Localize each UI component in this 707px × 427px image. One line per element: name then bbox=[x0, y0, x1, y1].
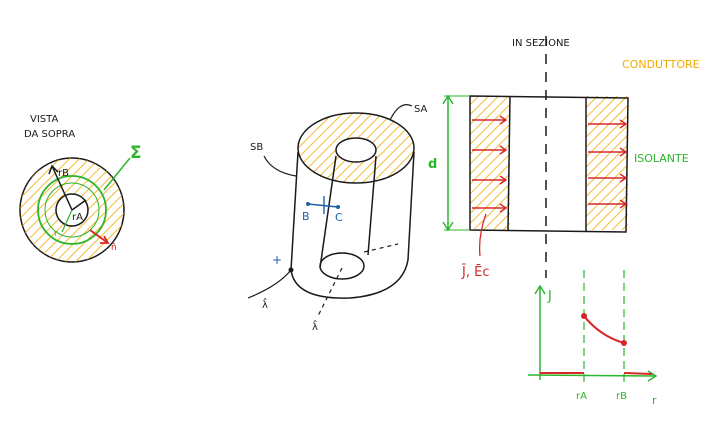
inner-wall-left bbox=[507, 95, 511, 231]
sigma-label: Σ bbox=[130, 143, 142, 163]
sigma-leader-line bbox=[103, 157, 131, 191]
plus-terminal-label: + bbox=[272, 253, 282, 267]
graph-y-axis-arrow bbox=[534, 284, 546, 295]
bottom-outer-curve bbox=[290, 259, 409, 299]
d-label: d bbox=[428, 157, 437, 172]
graph-tick-ra: rA bbox=[576, 391, 587, 402]
sb-leader bbox=[263, 155, 297, 177]
lambda2-label: λ̂ bbox=[312, 319, 318, 333]
top-view-title-line2: DA SOPRA bbox=[24, 129, 75, 140]
ra-arrow bbox=[71, 199, 87, 211]
zero-current-segment-right bbox=[623, 372, 653, 375]
rb-label: rB bbox=[58, 168, 69, 179]
insulator-label: ISOLANTE bbox=[634, 152, 689, 165]
conductor-label: CONDUTTORE bbox=[622, 58, 700, 71]
r-label: r bbox=[54, 229, 58, 239]
point-b-label: B bbox=[302, 210, 310, 223]
top-face-hatching bbox=[298, 113, 414, 183]
ra-label: rA bbox=[72, 212, 83, 223]
rb-arrow bbox=[51, 165, 73, 211]
axis-dashed bbox=[317, 267, 343, 317]
rb-arrow-head bbox=[48, 164, 59, 175]
lambda1-path bbox=[247, 269, 292, 299]
j-ec-leader bbox=[478, 213, 487, 257]
normal-vector-arrow bbox=[89, 229, 109, 244]
sb-label: SB bbox=[250, 142, 263, 153]
current-arrows-left bbox=[472, 115, 508, 213]
point-c-dot bbox=[336, 205, 340, 209]
sigma-surface-circle bbox=[37, 175, 107, 245]
graph-y-label: J bbox=[547, 289, 552, 304]
curve-end-point bbox=[621, 340, 627, 346]
point-b-dot bbox=[306, 202, 310, 206]
current-arrows-right bbox=[588, 119, 628, 209]
cross-section-diagram: IN SEZIONE CONDUTTORE ISOLANTE d J̄, Ēc bbox=[428, 36, 700, 280]
outer-side-left bbox=[290, 151, 299, 271]
current-density-curve bbox=[583, 315, 625, 345]
current-density-graph: J r rA rB bbox=[527, 270, 658, 407]
normal-vector-label: n̂ bbox=[111, 242, 117, 253]
sigma-surface-circle-inner bbox=[44, 182, 100, 238]
j-ec-label: J̄, Ēc bbox=[461, 265, 489, 280]
graph-x-label: r bbox=[652, 394, 657, 407]
r-radius-line bbox=[61, 209, 73, 233]
point-c-label: C bbox=[335, 211, 343, 224]
inner-side-left bbox=[319, 155, 337, 269]
sa-label: SA bbox=[414, 104, 428, 115]
bc-segment bbox=[307, 203, 339, 208]
top-outer-ellipse bbox=[297, 112, 415, 184]
right-conductor-hatch bbox=[586, 96, 628, 230]
hidden-edge-dashed bbox=[363, 243, 399, 253]
lambda1-label: λ̂ bbox=[262, 297, 268, 311]
curve-start-point bbox=[581, 313, 587, 319]
top-inner-ellipse bbox=[335, 137, 377, 163]
bottom-inner-ellipse bbox=[319, 252, 365, 280]
graph-x-axis bbox=[527, 374, 657, 377]
cylinder-3d-diagram: SA SB B C + λ̂ λ̂ bbox=[247, 104, 428, 333]
graph-tick-rb: rB bbox=[616, 391, 627, 402]
top-view-diagram: VISTA DA SOPRA Σ rB rA r n̂ bbox=[19, 114, 142, 263]
section-outline bbox=[469, 95, 629, 233]
outer-side-right bbox=[407, 151, 415, 261]
inner-side-right bbox=[367, 155, 377, 256]
top-view-title-line1: VISTA bbox=[30, 114, 58, 125]
sa-leader bbox=[389, 104, 413, 121]
graph-x-axis-arrow bbox=[647, 370, 658, 382]
normal-vector-arrow-head bbox=[100, 235, 110, 244]
section-title: IN SEZIONE bbox=[512, 38, 570, 49]
